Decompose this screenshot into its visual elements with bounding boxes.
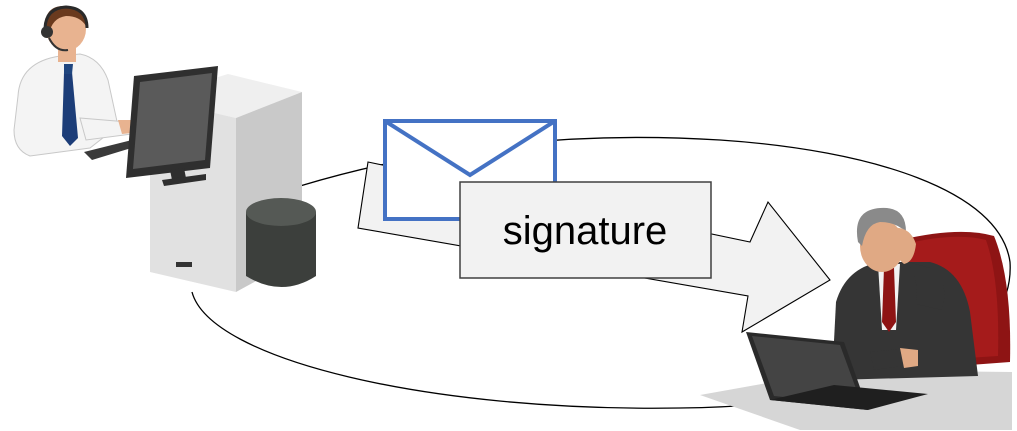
laptop-icon: [746, 332, 928, 410]
signature-box: signature: [459, 181, 712, 279]
database-icon: [246, 198, 316, 287]
monitor-icon: [126, 66, 218, 186]
operator-icon: [13, 5, 140, 160]
businessman-icon: [700, 207, 1012, 430]
signature-label: signature: [503, 209, 668, 253]
connection-ring: [191, 136, 1011, 409]
